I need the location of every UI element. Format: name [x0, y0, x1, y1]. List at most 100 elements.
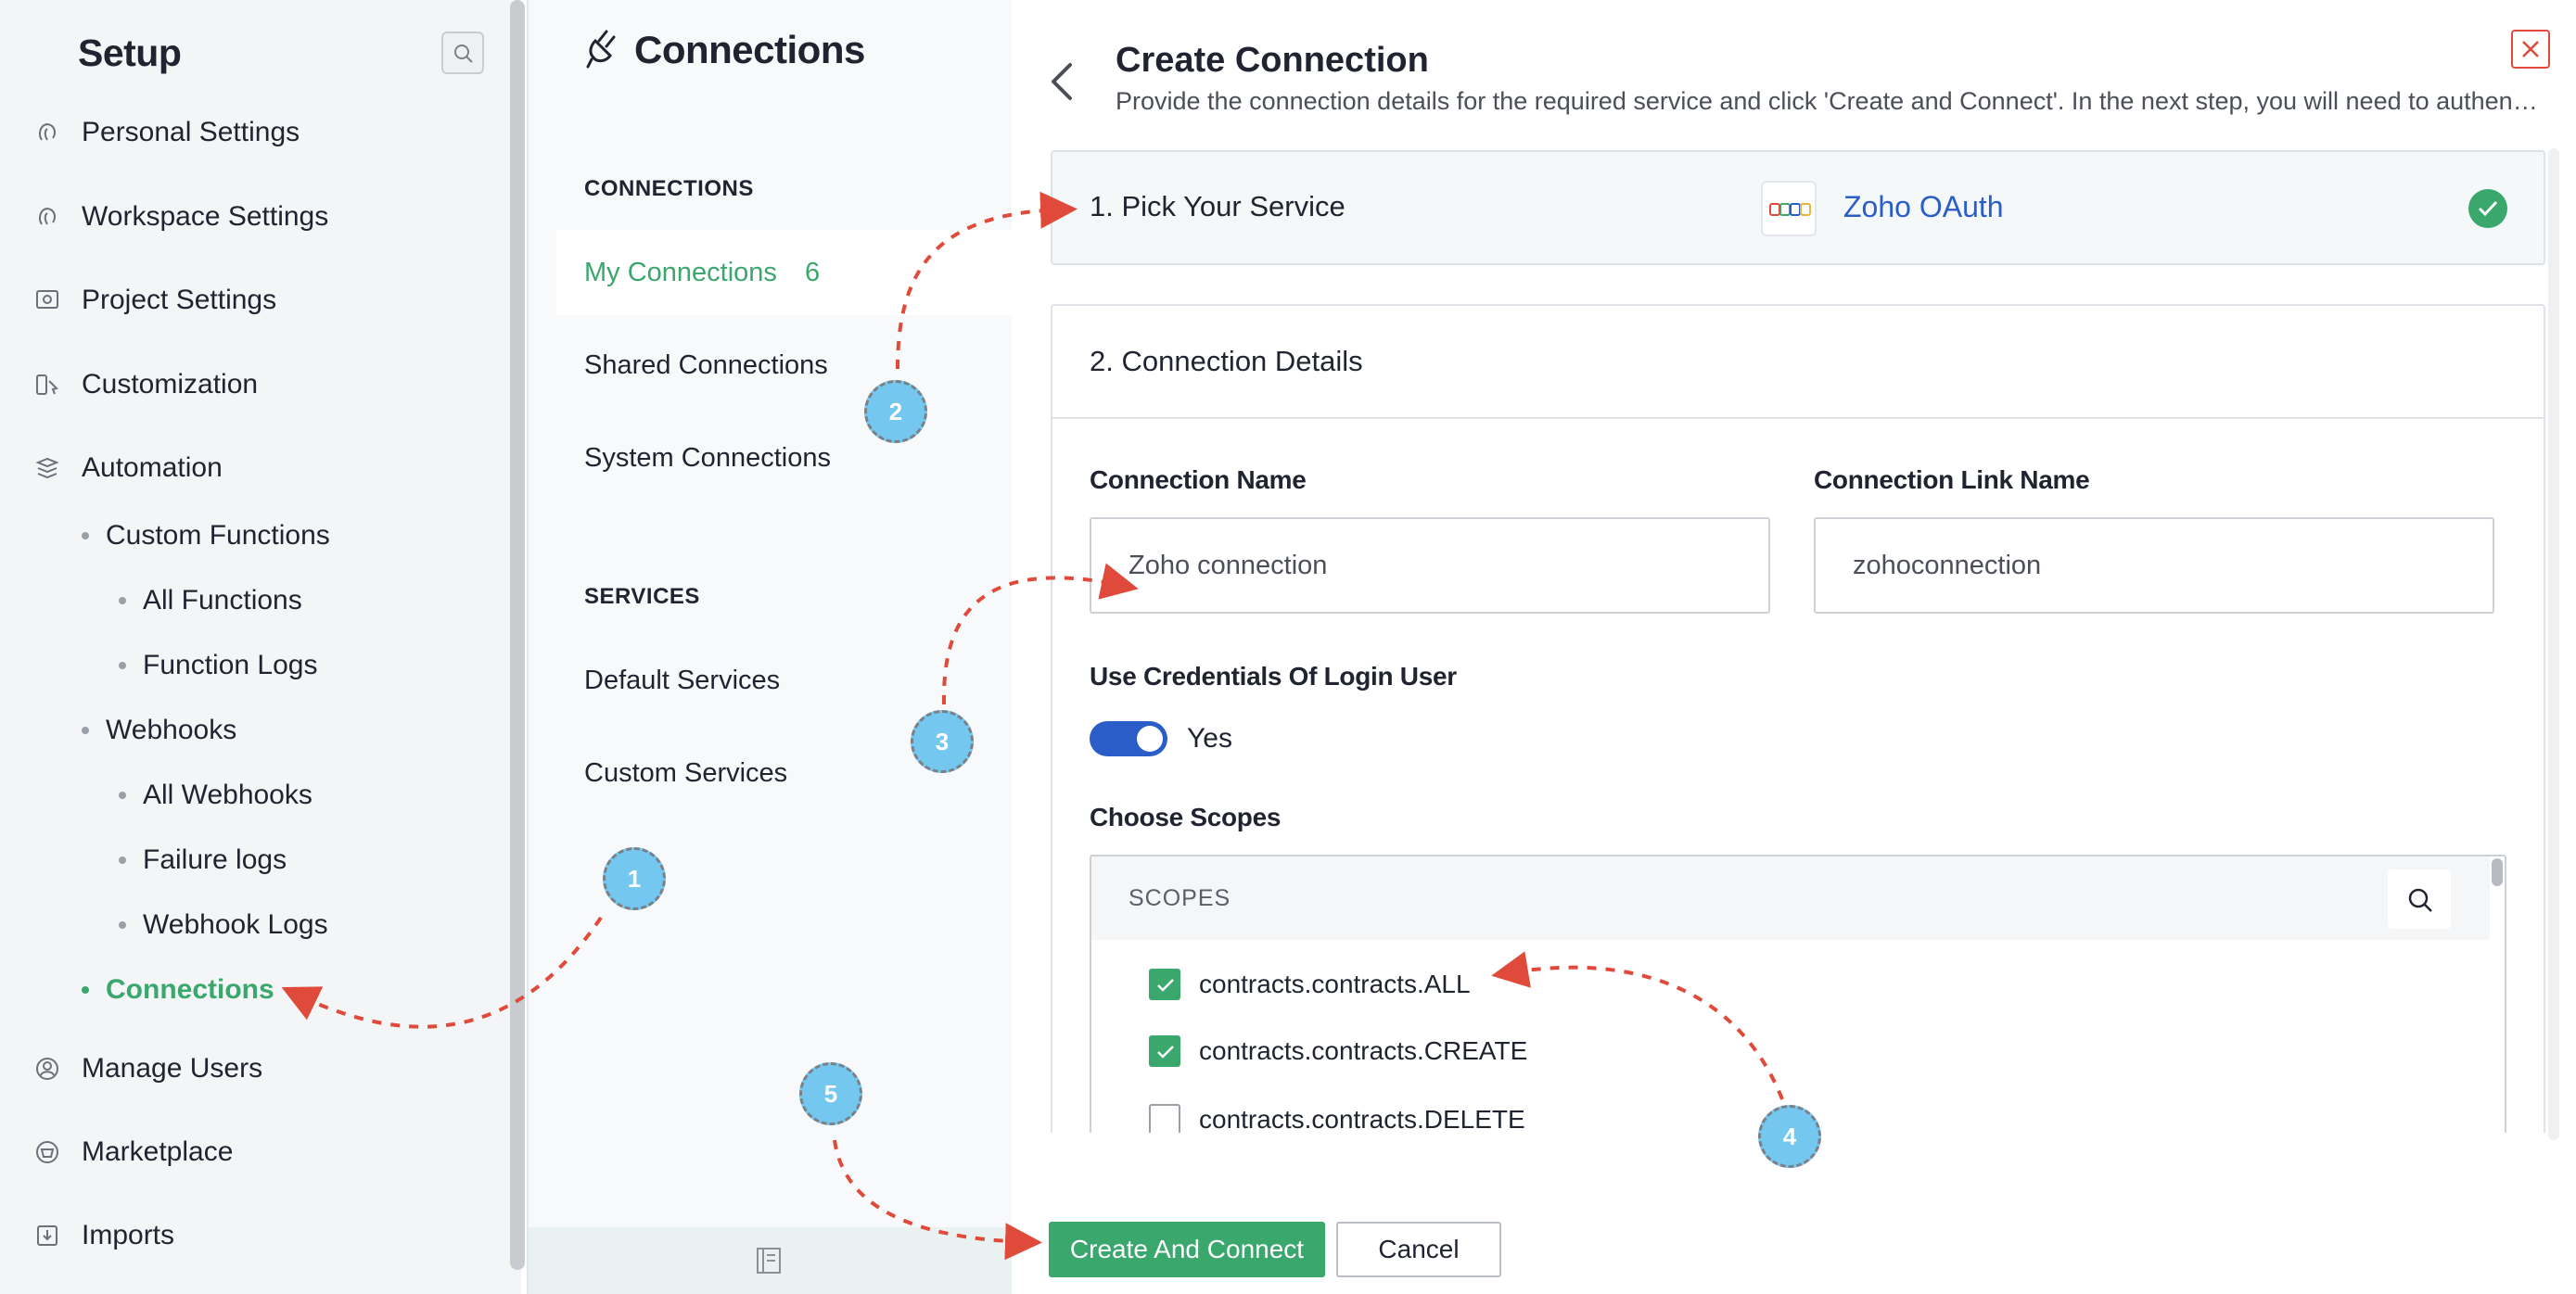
- connection-link-name-input[interactable]: [1814, 517, 2494, 614]
- shared-connections-label: Shared Connections: [584, 349, 828, 380]
- bullet: [119, 662, 126, 669]
- bullet: [119, 597, 126, 604]
- nav-webhooks[interactable]: Webhooks: [82, 710, 236, 751]
- use-credentials-toggle-label: Yes: [1187, 723, 1232, 754]
- connection-name-label: Connection Name: [1090, 465, 1307, 494]
- setup-sidebar: [0, 0, 521, 1294]
- nav-label: Marketplace: [82, 1136, 234, 1167]
- imports-icon: [33, 1222, 61, 1250]
- connections-section-heading: CONNECTIONS: [584, 176, 754, 201]
- default-services-item[interactable]: Default Services: [556, 638, 1012, 723]
- bullet: [82, 986, 89, 994]
- connection-link-name-label: Connection Link Name: [1814, 465, 2090, 494]
- create-and-connect-button[interactable]: Create And Connect: [1049, 1222, 1325, 1277]
- scope-label: contracts.contracts.DELETE: [1199, 1105, 1525, 1134]
- connection-name-input[interactable]: [1090, 517, 1770, 614]
- connection-details-title: 2. Connection Details: [1090, 345, 1363, 377]
- nav-automation[interactable]: Automation: [33, 445, 497, 491]
- nav-manage-users[interactable]: Manage Users: [33, 1046, 497, 1092]
- annotation-marker-3: 3: [911, 710, 974, 773]
- nav-label: Imports: [82, 1220, 175, 1250]
- scope-checkbox[interactable]: [1149, 1035, 1180, 1067]
- nav-function-logs[interactable]: Function Logs: [119, 645, 317, 686]
- connections-header: Connections: [584, 28, 865, 72]
- nav-failure-logs[interactable]: Failure logs: [119, 840, 287, 881]
- nav-imports[interactable]: Imports: [33, 1212, 497, 1259]
- nav-label: Project Settings: [82, 285, 277, 315]
- nav-customization[interactable]: Customization: [33, 362, 497, 408]
- use-credentials-toggle[interactable]: [1090, 721, 1167, 756]
- scope-label: contracts.contracts.CREATE: [1199, 1036, 1528, 1065]
- nav-all-webhooks[interactable]: All Webhooks: [119, 775, 312, 816]
- toggle-knob: [1137, 726, 1163, 752]
- system-connections-item[interactable]: System Connections: [556, 415, 1012, 501]
- connections-title: Connections: [634, 28, 865, 71]
- section-divider: [1051, 417, 2545, 419]
- scopes-header-label: SCOPES: [1129, 885, 1231, 911]
- nav-label: Failure logs: [143, 844, 287, 875]
- nav-label: Workspace Settings: [82, 201, 329, 232]
- default-services-label: Default Services: [584, 665, 781, 695]
- nav-marketplace[interactable]: Marketplace: [33, 1129, 497, 1175]
- bullet: [82, 727, 89, 734]
- bullet: [82, 532, 89, 539]
- scope-label: contracts.contracts.ALL: [1199, 970, 1471, 998]
- service-logo: [1761, 181, 1817, 236]
- bullet: [119, 792, 126, 799]
- scopes-search-button[interactable]: [2388, 869, 2451, 929]
- setup-title: Setup: [78, 32, 182, 74]
- drawer-scrollbar[interactable]: [2548, 148, 2559, 1140]
- close-icon: [2522, 41, 2539, 57]
- shared-connections-item[interactable]: Shared Connections: [556, 323, 1012, 408]
- drawer-description: Provide the connection details for the r…: [1116, 87, 2544, 115]
- setup-search-button[interactable]: [441, 32, 484, 74]
- nav-label: Webhooks: [106, 715, 237, 745]
- nav-personal-settings[interactable]: Personal Settings: [33, 109, 497, 156]
- nav-label: Personal Settings: [82, 117, 300, 147]
- collapse-panel-icon[interactable]: [755, 1246, 783, 1275]
- bullet: [119, 856, 126, 864]
- pick-service-title: 1. Pick Your Service: [1090, 190, 1345, 222]
- scope-row[interactable]: contracts.contracts.CREATE: [1149, 1033, 1527, 1070]
- custom-services-label: Custom Services: [584, 757, 788, 788]
- cancel-button[interactable]: Cancel: [1336, 1222, 1501, 1277]
- annotation-marker-2: 2: [864, 380, 927, 443]
- nav-custom-functions[interactable]: Custom Functions: [82, 515, 330, 556]
- automation-icon: [33, 454, 61, 482]
- search-icon: [454, 44, 473, 63]
- system-connections-label: System Connections: [584, 442, 831, 473]
- workspace-settings-icon: [33, 203, 61, 231]
- check-icon: [2478, 200, 2498, 217]
- scope-row[interactable]: contracts.contracts.ALL: [1149, 966, 1471, 1003]
- my-connections-item[interactable]: My Connections 6: [556, 230, 1012, 315]
- annotation-marker-1: 1: [603, 847, 666, 910]
- project-settings-icon: [33, 286, 61, 314]
- nav-webhook-logs[interactable]: Webhook Logs: [119, 905, 328, 945]
- nav-label: Webhook Logs: [143, 909, 328, 940]
- back-button[interactable]: [1048, 61, 1076, 107]
- services-section-heading: SERVICES: [584, 584, 700, 609]
- my-connections-label: My Connections: [584, 257, 777, 287]
- nav-label: All Webhooks: [143, 780, 312, 810]
- nav-connections[interactable]: Connections: [82, 970, 274, 1010]
- selected-service-name[interactable]: Zoho OAuth: [1843, 190, 2004, 223]
- service-selected-check: [2468, 189, 2507, 228]
- nav-label: Automation: [82, 452, 223, 483]
- custom-services-item[interactable]: Custom Services: [556, 730, 1012, 816]
- nav-all-functions[interactable]: All Functions: [119, 580, 302, 621]
- setup-sidebar-scrollbar[interactable]: [510, 0, 525, 1270]
- scope-checkbox[interactable]: [1149, 1104, 1180, 1135]
- search-icon: [2408, 888, 2432, 912]
- nav-workspace-settings[interactable]: Workspace Settings: [33, 194, 497, 240]
- close-button[interactable]: [2511, 30, 2550, 69]
- scopes-header: [1091, 856, 2490, 940]
- scopes-scrollbar[interactable]: [2492, 858, 2503, 886]
- manage-users-icon: [33, 1055, 61, 1083]
- zoho-logo-icon: [1769, 203, 1811, 216]
- choose-scopes-label: Choose Scopes: [1090, 803, 1282, 831]
- use-credentials-label: Use Credentials Of Login User: [1090, 662, 1457, 691]
- customization-icon: [33, 371, 61, 399]
- scope-checkbox[interactable]: [1149, 969, 1180, 1000]
- nav-project-settings[interactable]: Project Settings: [33, 277, 497, 324]
- nav-label: Connections: [106, 974, 274, 1005]
